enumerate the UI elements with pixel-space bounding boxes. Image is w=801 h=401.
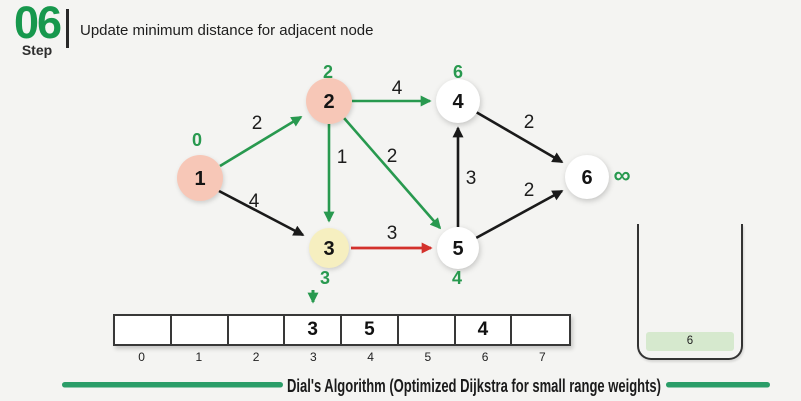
node-2 [306,78,352,124]
distance-node-2: 2 [323,62,333,82]
edge-weight-1-3: 4 [249,191,260,212]
edge-weight-2-3: 1 [337,147,348,168]
step-number: 06 [13,0,62,48]
edge-weight-2-4: 4 [392,78,403,99]
edge-weight-5-4: 3 [466,168,477,189]
edge-5-6 [475,189,564,240]
step-description: Update minimum distance for adjacent nod… [80,22,374,39]
distance-node-1: 0 [192,130,202,150]
node-4-label: 4 [452,91,464,113]
distance-node-5: 4 [452,268,462,288]
edge-weight-1-2: 2 [252,113,263,134]
bucket-array-cell-5 [399,316,456,344]
edge-1-3 [218,189,305,237]
edge-1-2 [219,115,303,168]
bucket-array-indices: 0 1 2 3 4 5 6 7 [113,350,571,364]
node-4 [436,79,480,123]
bucket-array-cell-1 [172,316,229,344]
footer-title: Dial's Algorithm (Optimized Dijkstra for… [287,376,661,396]
edge-weight-3-5: 3 [387,223,398,244]
processed-bucket: 6 [637,224,743,360]
bucket-array-cell-0 [115,316,172,344]
footer-line-right [666,382,770,388]
edge-weight-2-5: 2 [387,146,398,167]
bucket-array-cell-2 [229,316,286,344]
bucket-array-cell-3: 3 [285,316,342,344]
step-indicator: 06 Step [8,0,66,58]
node-5-label: 5 [452,238,463,260]
bucket-array-index-4: 4 [367,350,374,364]
processed-bucket-item: 6 [646,332,734,351]
node-2-label: 2 [323,91,334,113]
bucket-array-index-2: 2 [252,350,260,364]
node-1 [177,155,223,201]
bucket-array-index-5: 5 [424,350,432,364]
node-3 [309,228,349,268]
bucket-array-cell-4: 5 [342,316,399,344]
bucket-array-index-6: 6 [481,350,489,364]
edge-weight-4-6: 2 [524,112,535,133]
distance-node-3: 3 [320,268,330,288]
footer-line-left [62,382,283,388]
node-6-label: 6 [581,167,592,189]
bucket-array: 3 5 4 [113,314,571,346]
bucket-array-index-0: 0 [138,350,145,364]
distance-node-6-infinity: ∞ [613,162,630,189]
bucket-array-cell-7 [512,316,569,344]
edge-2-5 [343,117,442,230]
node-1-label: 1 [194,168,205,190]
header-divider [66,9,69,48]
edge-weight-5-6: 2 [524,180,535,201]
node-5 [437,227,479,269]
step-label: Step [21,42,53,58]
bucket-array-index-7: 7 [539,350,546,364]
node-3-label: 3 [323,238,334,260]
bucket-array-cell-6: 4 [456,316,513,344]
distance-node-4: 6 [453,62,463,82]
node-6 [565,155,609,199]
edge-4-6 [475,110,564,164]
bucket-array-index-3: 3 [310,350,317,364]
bucket-array-index-1: 1 [195,350,203,364]
